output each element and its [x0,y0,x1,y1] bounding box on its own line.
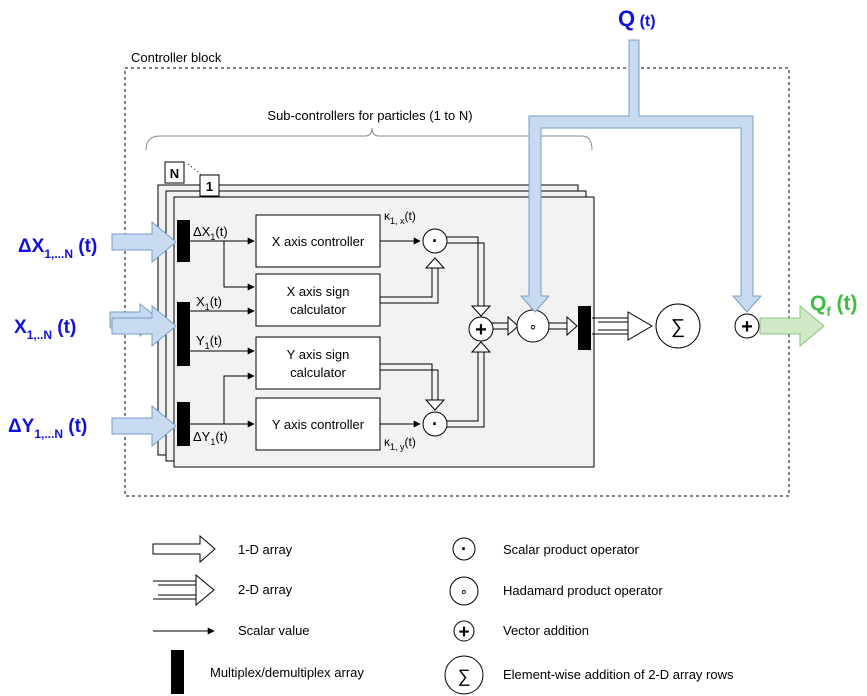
controller-block-frame [124,67,790,497]
legend-sum-label: Element-wise addition of 2-D array rows [503,667,734,682]
legend-sum-icon [444,655,484,695]
legend-scalar-product-label: Scalar product operator [503,542,640,557]
output-arrow [759,304,825,348]
demux-bar-dy [177,402,190,446]
x-axis-controller-block [255,214,381,268]
tab-ellipsis [187,163,202,175]
y-axis-sign-label-2: calculator [290,365,346,380]
output-addition-node [734,313,760,339]
y-axis-controller-block [255,397,381,451]
demux-bar-xy [177,302,190,366]
signal-label-dx1: ΔX1(t) [193,224,228,242]
demux-bar-dx [177,220,190,262]
y-axis-sign-label-1: Y axis sign [287,347,350,362]
legend-hadamard-symbol: ∘ [460,584,468,599]
legend: 1-D array 2-D array Scalar value Multipl… [152,534,734,695]
scalar-product-y-symbol: · [432,414,438,434]
input-arrow-dy [111,404,177,448]
hadamard-symbol: ∘ [529,318,538,334]
sum-node [655,303,701,349]
legend-1d-icon [152,534,216,564]
signal-label-dy1: ΔY1(t) [193,429,228,447]
scalar-product-x [422,228,448,254]
line-dx-to-xsign [223,241,255,291]
legend-mux-label: Multiplex/demultiplex array [210,665,364,680]
signal-label-ky: κ1, y(t) [384,435,416,452]
q-input-pipe [520,39,762,313]
vector-addition-node [468,316,494,342]
scalar-product-x-symbol: · [432,231,438,251]
line-dy-to-ysign [223,372,255,424]
signal-label-y1: Y1(t) [196,333,222,351]
x-axis-sign-label-2: calculator [290,302,346,317]
tab-n-label: N [170,166,179,181]
legend-1d-label: 1-D array [238,542,293,557]
x-axis-controller-label: X axis controller [272,234,365,249]
mux-bar-output [578,306,591,350]
subcontrollers-brace [145,127,593,151]
signal-label-x1: X1(t) [196,294,222,312]
output-addition-symbol: + [741,316,753,338]
legend-2d-icon [153,573,215,607]
vector-addition-symbol: + [475,319,487,341]
sum-symbol: ∑ [671,316,685,338]
legend-addition-icon [453,620,475,642]
legend-2d-label: 2-D array [238,582,293,597]
q-input-label: Q (t) [618,6,656,31]
signal-label-kx: κ1, x(t) [384,209,416,226]
input-label-dx: ΔX1,...N (t) [18,236,97,261]
legend-addition-label: Vector addition [503,623,589,638]
legend-hadamard-icon [449,576,479,606]
legend-scalar-label: Scalar value [238,623,310,638]
tab-1 [199,174,220,197]
input-label-dy: ΔY1,...N (t) [8,416,87,441]
array-2d-arrow [592,311,653,341]
tab-n [164,161,185,184]
controller-block-label: Controller block [131,50,222,65]
input-arrow-x [111,304,177,348]
legend-hadamard-label: Hadamard product operator [503,583,663,598]
input-label-x: X1,..N (t) [14,317,76,342]
output-label: Qf (t) [810,292,858,319]
legend-scalar-product-icon [452,537,476,561]
x-axis-sign-label-1: X axis sign [287,284,350,299]
legend-mux-icon [171,650,184,694]
subcontrollers-label: Sub-controllers for particles (1 to N) [267,108,472,123]
y-axis-sign-block [255,336,381,390]
legend-addition-symbol: + [458,622,469,643]
legend-scalar-product-symbol: · [461,539,467,559]
scalar-product-y [422,411,448,437]
y-axis-controller-label: Y axis controller [272,417,365,432]
tab-1-label: 1 [206,179,213,194]
legend-sum-symbol: ∑ [458,666,471,686]
x-axis-sign-block [255,273,381,327]
input-arrow-dx [111,220,177,264]
